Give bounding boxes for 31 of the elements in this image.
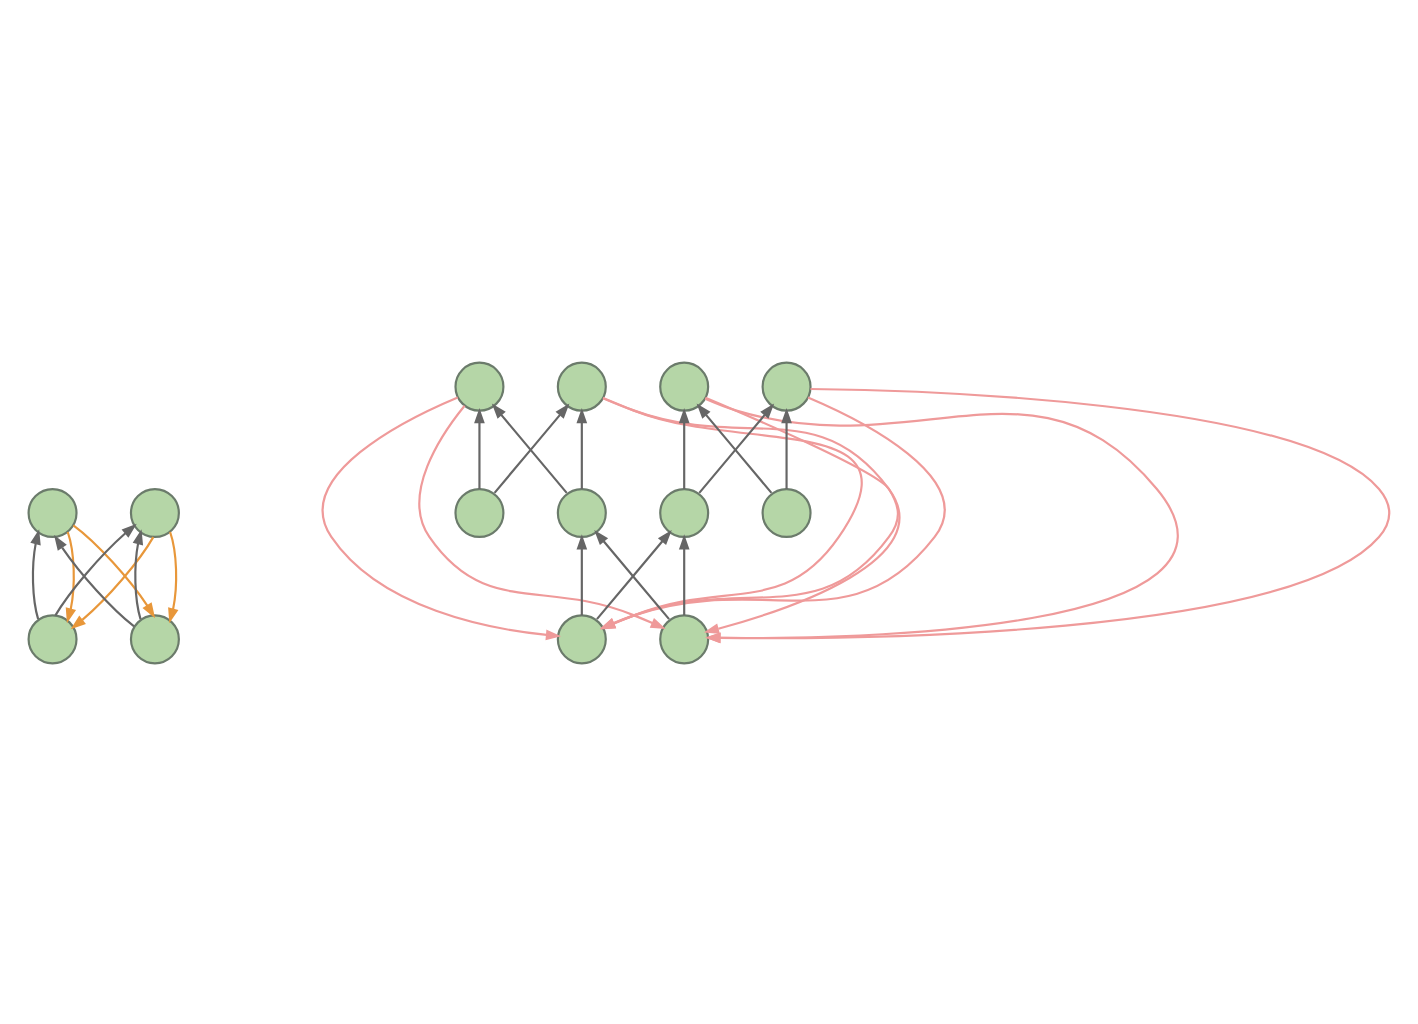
node-circle: [659, 486, 710, 538]
arrow: [70, 535, 155, 629]
arrow: [54, 533, 135, 627]
arrow: [781, 406, 792, 488]
node-circle: [129, 613, 180, 664]
node-circle: [129, 486, 180, 538]
arrow: [474, 406, 485, 488]
node-circle: [454, 486, 505, 538]
node-circle: [556, 613, 607, 664]
node-circle: [659, 360, 710, 411]
arrow: [30, 528, 41, 619]
arrow: [132, 528, 144, 619]
arrow: [72, 523, 156, 618]
node-circle: [659, 613, 710, 664]
arrow: [65, 530, 77, 623]
arrow: [321, 395, 562, 640]
arrow: [168, 530, 179, 623]
arrow: [704, 396, 1177, 643]
node-circle: [454, 360, 505, 411]
arrow: [576, 533, 588, 615]
arrow: [678, 533, 690, 615]
arrow: [705, 386, 1391, 643]
node-circle: [761, 486, 812, 538]
node-circle: [556, 486, 607, 538]
arrow: [54, 522, 137, 615]
node-circle: [761, 360, 812, 411]
arrow: [576, 406, 588, 488]
node-circle: [27, 486, 78, 538]
node-circle: [27, 613, 78, 664]
node-circle: [556, 360, 607, 411]
arrow: [678, 406, 690, 488]
